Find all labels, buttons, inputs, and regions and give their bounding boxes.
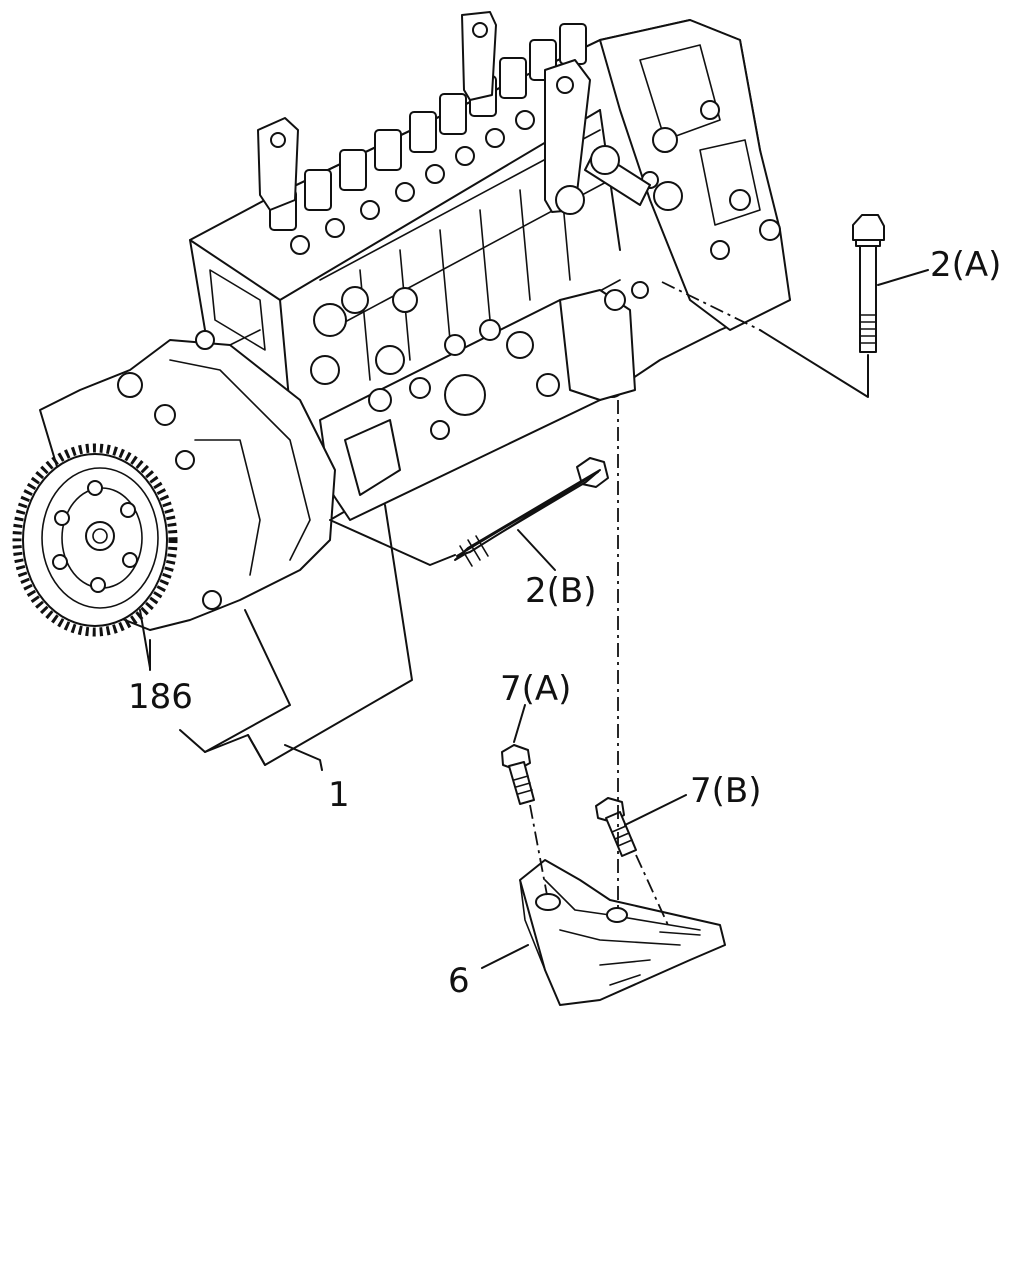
- callout-186: 186: [128, 677, 193, 717]
- callout-7b: 7(B): [690, 771, 762, 811]
- callout-2b: 2(B): [525, 571, 597, 611]
- callout-1: 1: [328, 775, 350, 815]
- leader-lines: [139, 269, 929, 969]
- delivery-valve-holders: [257, 11, 591, 255]
- callout-7a: 7(A): [500, 669, 571, 709]
- callout-6: 6: [448, 961, 470, 1001]
- bolt-2b: [454, 457, 609, 567]
- bracket-6: [519, 859, 726, 1006]
- drive-gear: [12, 443, 178, 637]
- bolt-7a: [501, 744, 535, 805]
- bolt-2a: [852, 214, 885, 353]
- callout-labels: 2(A) 2(B) 186 1 7(A) 7(B) 6: [128, 245, 1001, 1001]
- callout-2a: 2(A): [930, 245, 1001, 285]
- bolt-7b: [595, 797, 637, 857]
